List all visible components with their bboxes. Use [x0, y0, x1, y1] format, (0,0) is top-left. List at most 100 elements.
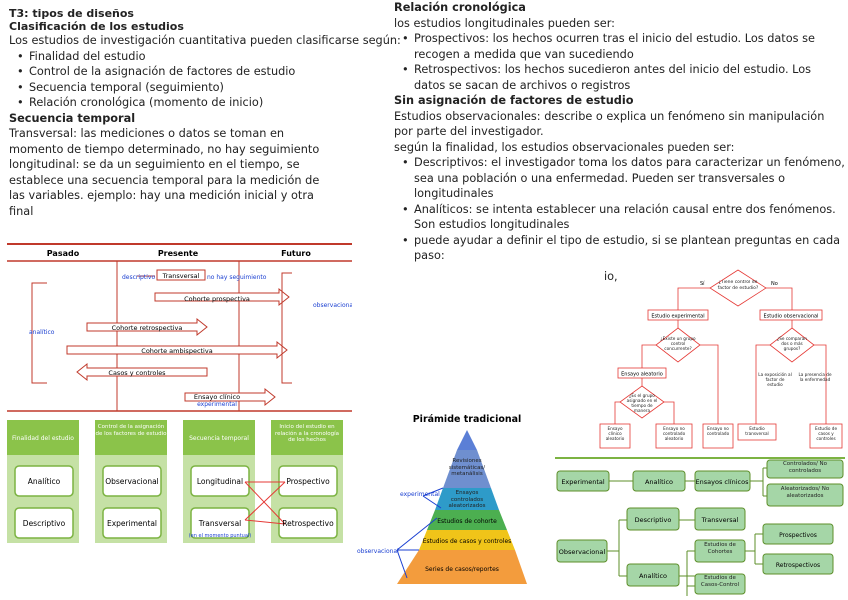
node-experimental: Estudio experimental: [651, 314, 704, 320]
map-experimental: Experimental: [561, 478, 605, 486]
q-control: ¿Tiene control de factor de estudio?: [717, 280, 759, 291]
list-item: Control de la asignación de factores de …: [17, 64, 401, 80]
header-control: Control de la asignación de los factores…: [95, 424, 167, 437]
col-presente: Presente: [158, 249, 199, 258]
paragraph-line: Transversal: las mediciones o datos se t…: [9, 127, 285, 140]
label-ensayo-clinico: Ensayo clínico: [194, 393, 240, 401]
obs-types-list: Descriptivos: el investigador toma los d…: [394, 155, 845, 264]
level-casos: Estudios de casos y controles: [423, 538, 512, 545]
node-ensayo-clinico: Ensayo clínico aleatorio: [605, 426, 625, 441]
col-futuro: Futuro: [281, 249, 311, 258]
box-transversal: Transversal: [198, 519, 242, 528]
map-analitico: Analítico: [645, 478, 673, 486]
label-cohorte-ambispectiva: Cohorte ambispectiva: [141, 347, 212, 355]
timeline-diagram: Pasado Presente Futuro Transversal descr…: [7, 243, 352, 412]
paragraph-line: final: [9, 204, 34, 218]
heading-sin-asignacion: Sin asignación de factores de estudio: [394, 94, 634, 107]
paragraph-line: las variables. ejemplo: hay una medición…: [9, 189, 314, 202]
classification-diagram: Finalidad del estudio Control de la asig…: [7, 420, 343, 543]
list-item: Secuencia temporal (seguimiento): [17, 80, 401, 96]
map-controlados: Controlados/ No controlados: [782, 461, 828, 474]
flowchart-diagram: ¿Tiene control de factor de estudio? Sí …: [599, 269, 843, 449]
list-item: Analíticos: se intenta establecer una re…: [402, 202, 845, 233]
label-observacional: observacional: [313, 302, 352, 309]
heading-t3: T3: tipos de diseños: [9, 7, 134, 20]
level-revisiones: Revisiones sistemáticas/ metanálisis: [448, 458, 486, 477]
intro-text: los estudios longitudinales pueden ser:: [394, 16, 615, 30]
map-descriptivo: Descriptivo: [635, 516, 672, 524]
node-observacional: Estudio observacional: [764, 314, 819, 320]
header-finalidad: Finalidad del estudio: [12, 435, 74, 442]
label-descriptivo: descriptivo: [122, 274, 155, 281]
level-ensayos: Ensayos controlados aleatorizados: [448, 490, 486, 508]
label-no-seguimiento: no hay seguimiento: [207, 274, 267, 281]
node-ensayo-aleatorio: Ensayo aleatorio: [621, 372, 663, 378]
obs-line: según la finalidad, los estudios observa…: [394, 140, 735, 154]
label-cohorte-prospectiva: Cohorte prospectiva: [184, 295, 250, 303]
label-casos-controles: Casos y controles: [108, 369, 166, 377]
paragraph-line: longitudinal: se da un seguimiento en el…: [9, 158, 300, 171]
map-cohortes: Estudios de Cohortes: [704, 542, 736, 555]
map-aleatorizados: Aleatorizados/ No aleatorizados: [780, 486, 830, 499]
label-no: No: [771, 281, 778, 287]
list-item: Relación cronológica (momento de inicio): [17, 95, 401, 111]
concept-map: Experimental Analítico Ensayos clínicos …: [555, 457, 845, 596]
map-observacional: Observacional: [559, 548, 606, 556]
list-item: Prospectivos: los hechos ocurren tras el…: [402, 31, 845, 62]
label-observacional: observacional: [357, 548, 399, 555]
box-longitudinal: Longitudinal: [197, 477, 243, 486]
map-retrospectivos: Retrospectivos: [776, 562, 820, 569]
pyramid-diagram: Pirámide tradicional Revisiones sistemát…: [357, 414, 527, 584]
box-descriptivo: Descriptivo: [23, 519, 66, 528]
left-text-block: T3: tipos de diseños Clasificación de lo…: [9, 7, 401, 219]
heading-clasificacion: Clasificación de los estudios: [9, 20, 184, 33]
paragraph-line: momento de tiempo determinado, no hay se…: [9, 142, 320, 156]
label-analitico: analítico: [29, 329, 55, 336]
criteria-list: Finalidad del estudio Control de la asig…: [9, 49, 401, 111]
paso-tail: io,: [604, 270, 618, 283]
level-cohorte: Estudios de cohorte: [437, 518, 497, 525]
box-retrospectivo: Retrospectivo: [282, 519, 334, 528]
label-experimental: experimental: [400, 491, 440, 498]
list-item: Retrospectivos: los hechos sucedieron an…: [402, 62, 845, 93]
header-secuencia: Secuencia temporal: [189, 435, 249, 442]
node-casos: Estudio de casos y controles: [814, 426, 838, 441]
box-analitico: Analítico: [28, 477, 61, 486]
node-ensayo-no: Ensayo no controlado aleatorio: [662, 426, 686, 441]
map-ensayos: Ensayos clínicos: [696, 478, 750, 486]
list-item: puede ayudar a definir el tipo de estudi…: [402, 233, 845, 264]
pyramid-title: Pirámide tradicional: [413, 414, 522, 425]
q-obs: ¿Se comparan dos o más grupos?: [777, 336, 807, 351]
map-analitico-2: Analítico: [639, 572, 667, 580]
label-yes: Sí: [700, 280, 705, 287]
level-series: Series de casos/reportes: [425, 566, 499, 573]
box-experimental: Experimental: [107, 519, 157, 528]
label-cohorte-retrospectiva: Cohorte retrospectiva: [112, 324, 183, 332]
intro-text: Los estudios de investigación cuantitati…: [9, 34, 401, 47]
map-prospectivos: Prospectivos: [779, 532, 817, 539]
types-list: Prospectivos: los hechos ocurren tras el…: [394, 31, 845, 93]
map-casos: Estudios de Casos-Control: [700, 575, 740, 588]
obs-line: por parte del investigador.: [394, 125, 544, 138]
box-observacional: Observacional: [105, 477, 159, 486]
q-assign: ¿Es el grupo asignado en el tiempo de ma…: [626, 393, 658, 413]
heading-relacion: Relación cronológica: [394, 1, 526, 14]
node-exposicion: La exposición al factor de estudio: [758, 372, 792, 387]
list-item: Descriptivos: el investigador toma los d…: [402, 155, 845, 202]
col-pasado: Pasado: [47, 249, 80, 258]
node-presencia: La presencia de la enfermedad: [798, 372, 832, 382]
label-transversal: Transversal: [162, 272, 200, 280]
box-prospectivo: Prospectivo: [286, 477, 330, 486]
list-item: Finalidad del estudio: [17, 49, 401, 65]
node-ensayo-nc: Ensayo no controlado: [706, 426, 730, 436]
header-inicio: Inicio del estudio en relación a la cron…: [274, 424, 339, 443]
note-transversal: (en el momento puntual): [189, 533, 252, 539]
paragraph-line: establece una secuencia temporal para la…: [9, 173, 320, 187]
heading-secuencia: Secuencia temporal: [9, 111, 136, 125]
map-transversal: Transversal: [701, 516, 739, 524]
right-text-block: Relación cronológica los estudios longit…: [394, 0, 845, 264]
q-random: ¿Existe un grupo control concurrente?: [660, 336, 696, 351]
node-transversal: Estudio transversal: [745, 426, 769, 436]
label-experimental: experimental: [197, 401, 237, 408]
obs-line: Estudios observacionales: describe o exp…: [394, 109, 825, 123]
